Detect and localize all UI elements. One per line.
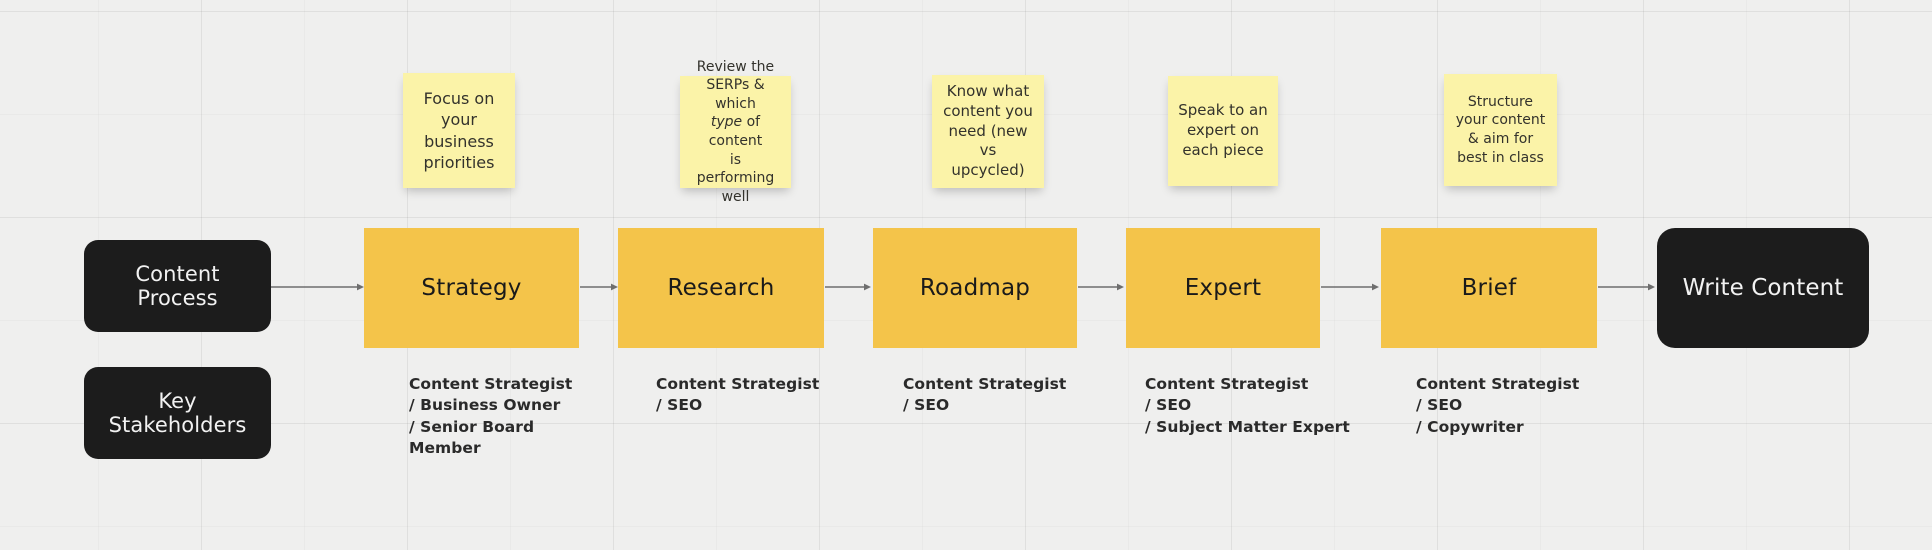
stage-box-research-label: Research [667, 275, 775, 301]
arrow-strategy-to-research [580, 281, 620, 293]
stage-box-brief[interactable]: Brief [1381, 228, 1597, 348]
node-write-content-label: Write Content [1682, 275, 1844, 301]
stage-box-expert-label: Expert [1184, 275, 1262, 301]
roles-strategy: Content Strategist / Business Owner / Se… [409, 375, 573, 458]
arrow-research-to-roadmap [825, 281, 873, 293]
roles-roadmap: Content Strategist / SEO [903, 375, 1067, 415]
stage-box-expert[interactable]: Expert [1126, 228, 1320, 348]
arrow-roadmap-to-expert [1078, 281, 1126, 293]
stage-box-strategy[interactable]: Strategy [364, 228, 579, 348]
stage-box-research[interactable]: Research [618, 228, 824, 348]
node-key-stakeholders-label: Key Stakeholders [108, 389, 247, 437]
node-content-process-label: Content Process [135, 262, 220, 310]
node-key-stakeholders[interactable]: Key Stakeholders [84, 367, 271, 459]
arrow-expert-to-brief [1321, 281, 1381, 293]
arrow-brief-to-write-content [1598, 281, 1657, 293]
node-write-content[interactable]: Write Content [1657, 228, 1869, 348]
roles-expert: Content Strategist / SEO / Subject Matte… [1145, 375, 1350, 436]
roles-brief: Content Strategist / SEO / Copywriter [1416, 375, 1580, 436]
arrow-content-process-to-strategy [271, 281, 366, 293]
roles-research: Content Strategist / SEO [656, 375, 820, 415]
stage-box-roadmap-label: Roadmap [919, 275, 1031, 301]
stage-box-brief-label: Brief [1461, 275, 1517, 301]
stage-box-roadmap[interactable]: Roadmap [873, 228, 1077, 348]
node-content-process[interactable]: Content Process [84, 240, 271, 332]
stage-box-strategy-label: Strategy [421, 275, 522, 301]
